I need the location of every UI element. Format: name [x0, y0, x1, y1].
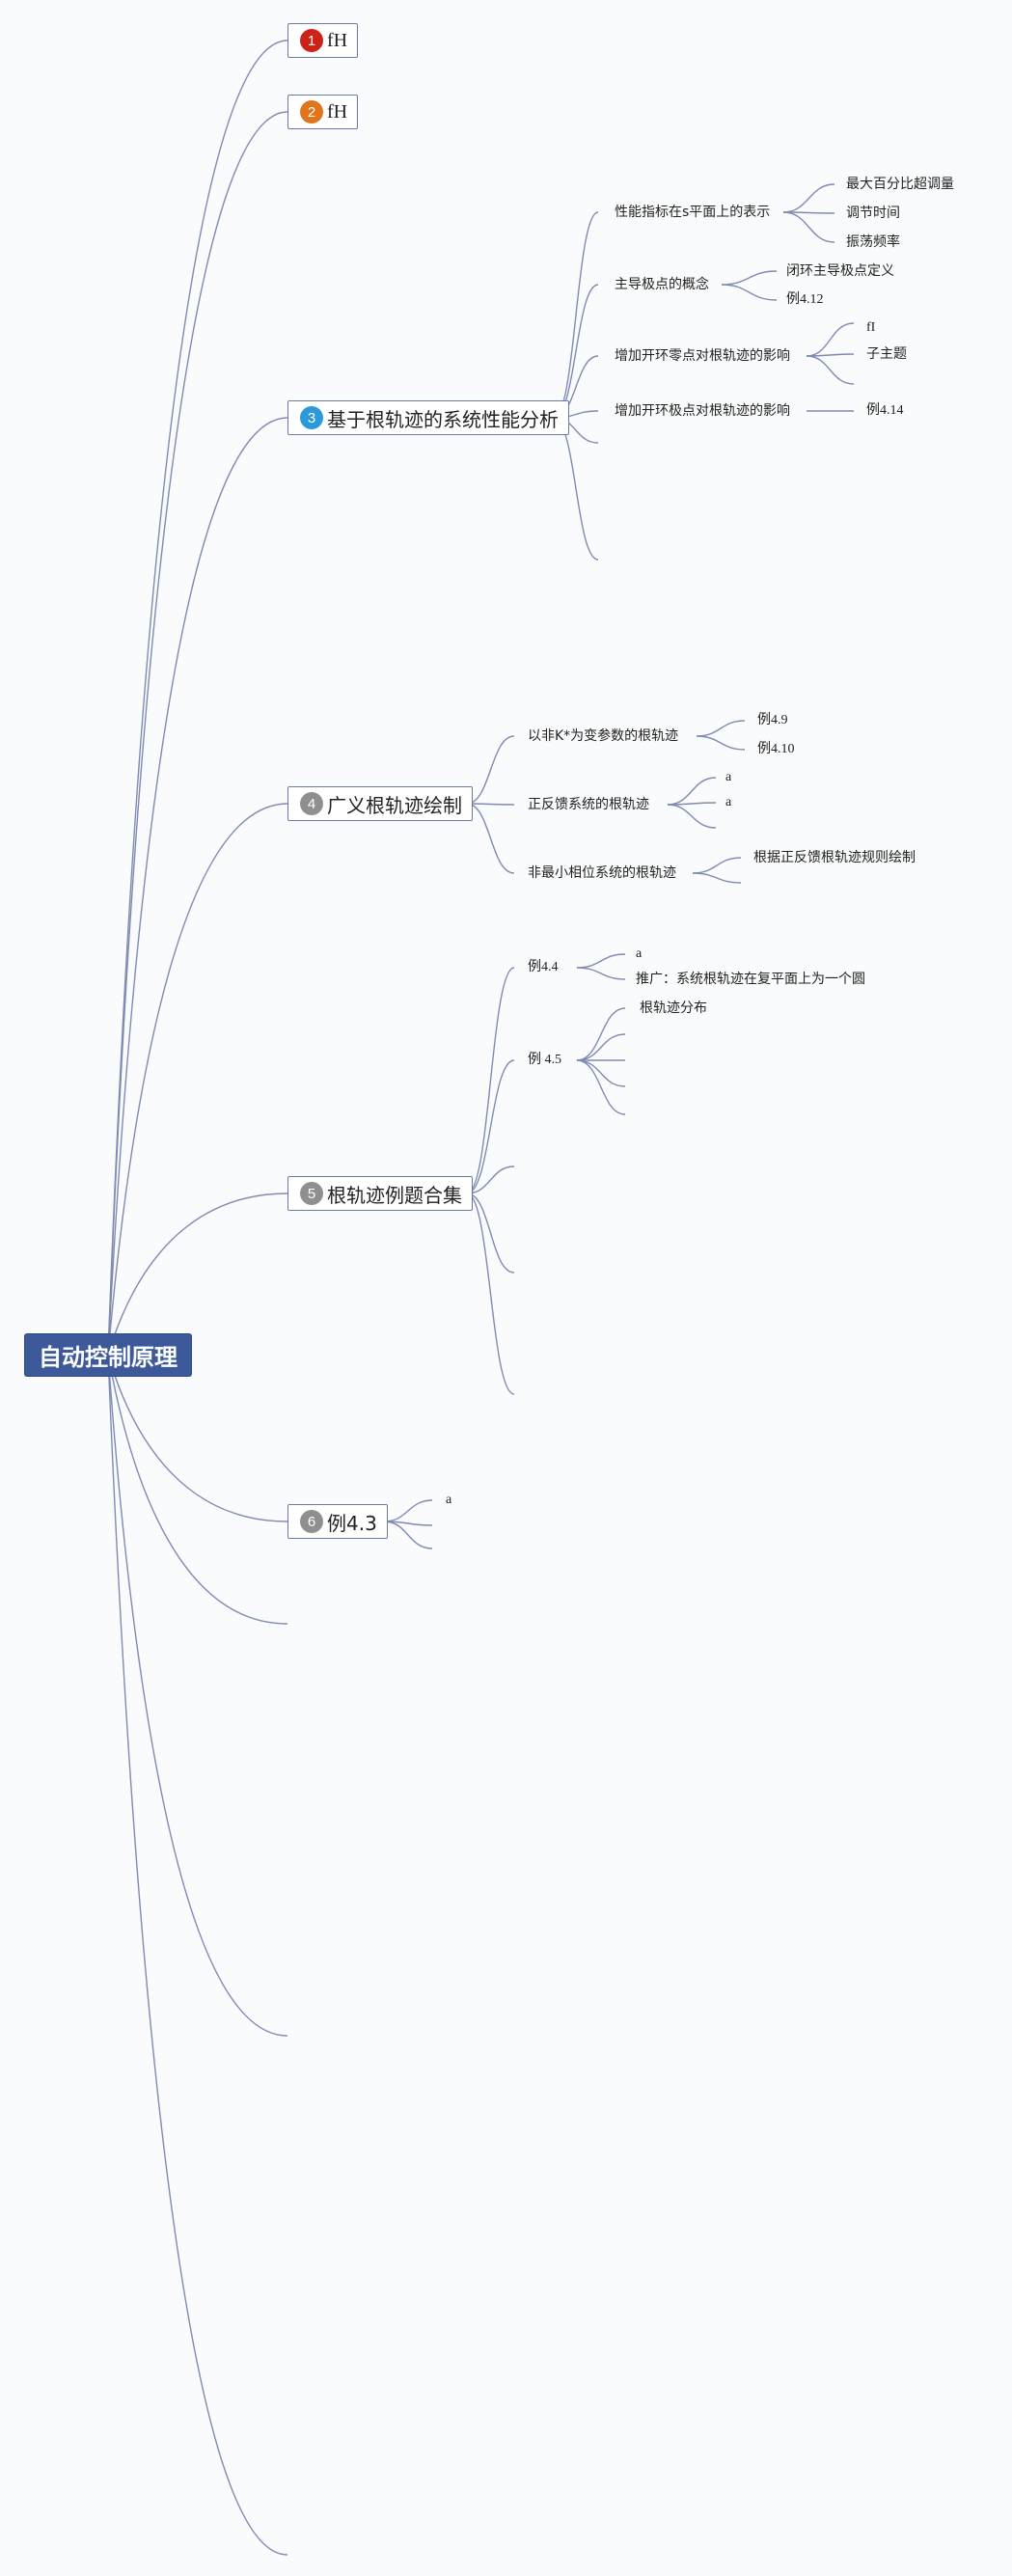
root-branch-8	[107, 1354, 288, 2037]
topic-1[interactable]: 1 fH	[287, 23, 359, 58]
t3-branch-6	[553, 417, 599, 561]
badge-2: 2	[300, 100, 323, 123]
t3-subtopic-3[interactable]: 增加开环零点对根轨迹的影响	[615, 348, 790, 364]
topic-4-label: 广义根轨迹绘制	[327, 793, 462, 817]
badge-4: 4	[300, 792, 323, 815]
t5-subtopic-2[interactable]: 例 4.5	[528, 1053, 561, 1067]
t5-s1-child-2[interactable]: 推广：系统根轨迹在复平面上为一个圆	[636, 972, 865, 987]
t5-subtopic-1[interactable]: 例4.4	[528, 960, 559, 974]
t4-branch-1	[466, 735, 515, 805]
t5-branch-1	[466, 967, 515, 1194]
badge-3: 3	[300, 406, 323, 429]
t3-s3-child-1[interactable]: fI	[866, 320, 876, 335]
t4-subtopic-2[interactable]: 正反馈系统的根轨迹	[528, 797, 649, 812]
t6-branch-1	[383, 1499, 433, 1522]
topic-6-label: 例4.3	[327, 1511, 377, 1535]
topic-1-label: fH	[327, 29, 348, 51]
t4-s1-child-1[interactable]: 例4.9	[757, 713, 788, 727]
root-branch-9	[107, 1354, 288, 2556]
t4-s3-link-2	[692, 872, 742, 884]
topic-6[interactable]: 6 例4.3	[287, 1504, 388, 1539]
t4-branch-2	[466, 803, 515, 806]
t3-s2-link-1	[721, 270, 778, 286]
t5-s1-link-1	[576, 953, 626, 969]
t3-subtopic-4[interactable]: 增加开环极点对根轨迹的影响	[615, 403, 790, 419]
t4-subtopic-1[interactable]: 以非K*为变参数的根轨迹	[528, 728, 679, 744]
t3-s1-child-3[interactable]: 振荡频率	[846, 234, 900, 250]
topic-4[interactable]: 4 广义根轨迹绘制	[287, 786, 473, 821]
t4-s3-link-1	[692, 857, 742, 874]
topic-3[interactable]: 3 基于根轨迹的系统性能分析	[287, 400, 569, 435]
t3-s3-child-2[interactable]: 子主题	[866, 346, 907, 362]
t4-s2-child-1[interactable]: a	[725, 770, 732, 784]
t6-child-1[interactable]: a	[446, 1493, 452, 1507]
root-branch-6	[107, 1354, 288, 1522]
t3-s1-child-2[interactable]: 调节时间	[846, 206, 900, 221]
t5-s2-link-5	[576, 1059, 626, 1115]
topic-2[interactable]: 2 fH	[287, 95, 359, 129]
t4-subtopic-3[interactable]: 非最小相位系统的根轨迹	[528, 865, 676, 881]
badge-6: 6	[300, 1510, 323, 1533]
root-branch-7	[107, 1354, 288, 1625]
t4-s1-link-1	[696, 720, 746, 737]
t4-s2-link-1	[667, 777, 717, 806]
t6-branch-3	[383, 1521, 433, 1549]
t5-s1-child-1[interactable]: a	[636, 946, 643, 961]
t3-s1-child-1[interactable]: 最大百分比超调量	[846, 177, 954, 192]
root-branch-2	[107, 111, 288, 1356]
t4-s3-child-1[interactable]: 根据正反馈根轨迹规则绘制	[753, 850, 916, 865]
t5-s2-link-2	[576, 1033, 626, 1061]
t3-s1-link-1	[782, 183, 835, 213]
t5-s2-child-1[interactable]: 根轨迹分布	[640, 1000, 707, 1016]
t3-s3-link-3	[806, 355, 855, 385]
t4-s2-child-2[interactable]: a	[725, 795, 732, 809]
t3-s2-child-2[interactable]: 例4.12	[786, 292, 824, 307]
topic-2-label: fH	[327, 100, 348, 123]
t5-s2-link-4	[576, 1059, 626, 1087]
t3-s3-link-1	[806, 322, 855, 357]
t4-s1-link-2	[696, 735, 746, 751]
t5-branch-3	[466, 1165, 515, 1194]
root-branch-3	[107, 417, 288, 1356]
t3-s2-link-2	[721, 284, 778, 301]
t5-branch-5	[466, 1192, 515, 1395]
t3-branch-2	[553, 284, 599, 419]
topic-5[interactable]: 5 根轨迹例题合集	[287, 1176, 473, 1211]
root-branch-5	[107, 1192, 288, 1356]
badge-5: 5	[300, 1182, 323, 1205]
t5-s2-link-1	[576, 1007, 626, 1061]
t5-branch-4	[466, 1192, 515, 1274]
t5-s1-link-2	[576, 967, 626, 980]
root-branch-4	[107, 803, 288, 1356]
t5-branch-2	[466, 1059, 515, 1194]
t3-subtopic-2[interactable]: 主导极点的概念	[615, 277, 709, 292]
t3-s2-child-1[interactable]: 闭环主导极点定义	[786, 263, 894, 279]
topic-5-label: 根轨迹例题合集	[327, 1183, 462, 1207]
t4-s2-link-3	[667, 804, 717, 829]
t3-subtopic-1[interactable]: 性能指标在s平面上的表示	[615, 205, 771, 220]
root-branch-1	[107, 40, 288, 1356]
t3-s4-child-1[interactable]: 例4.14	[866, 403, 904, 418]
root-topic[interactable]: 自动控制原理	[24, 1333, 192, 1377]
topic-3-label: 基于根轨迹的系统性能分析	[327, 407, 559, 431]
t4-s1-child-2[interactable]: 例4.10	[757, 742, 795, 756]
t4-branch-3	[466, 803, 515, 874]
t3-s1-link-3	[782, 211, 835, 243]
badge-1: 1	[300, 29, 323, 52]
